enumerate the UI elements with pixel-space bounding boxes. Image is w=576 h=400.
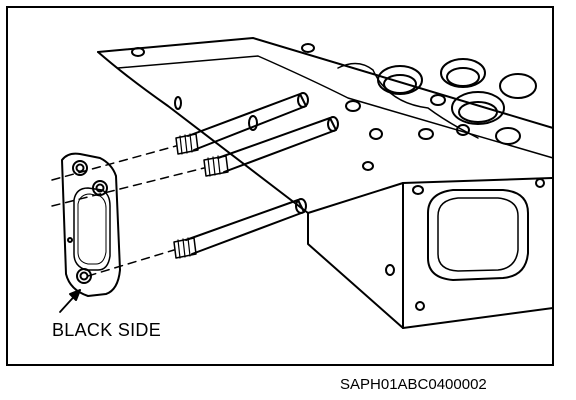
stud-middle xyxy=(203,116,339,177)
stud-top xyxy=(175,92,309,155)
callout-arrow xyxy=(59,289,81,313)
cylinder-head-gasket-illustration xyxy=(51,37,552,329)
cylinder-head xyxy=(97,37,552,329)
reference-code: SAPH01ABC0400002 xyxy=(340,376,487,393)
alignment-lines xyxy=(51,145,205,277)
stud-bottom xyxy=(173,198,307,259)
illustration-frame: BLACK SIDE xyxy=(6,6,554,366)
black-side-label: BLACK SIDE xyxy=(52,320,162,340)
